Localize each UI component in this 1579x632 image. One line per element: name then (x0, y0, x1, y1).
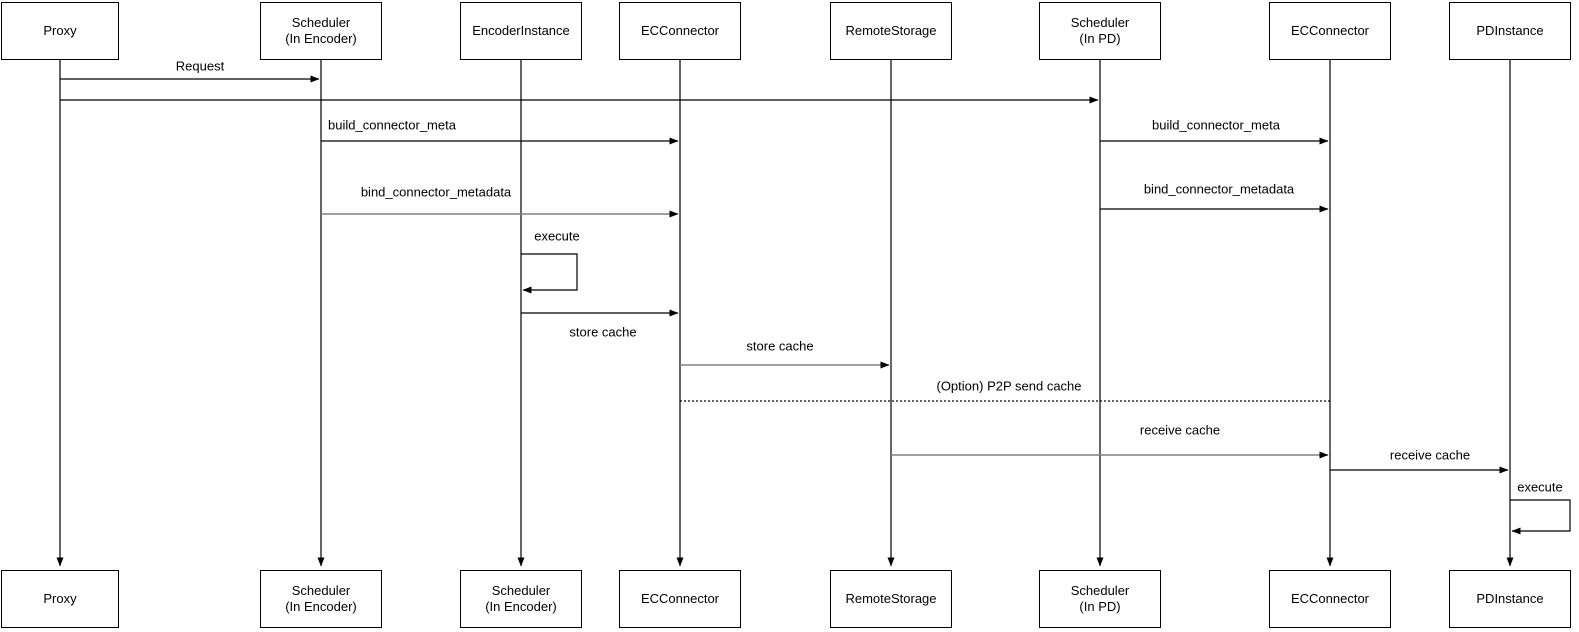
actor-label-bottom-encoder-instance: Scheduler (In Encoder) (485, 582, 557, 614)
message-label-build-connector-meta-pd: build_connector_meta (1152, 117, 1280, 133)
actor-box-bottom-encoder-instance: Scheduler (In Encoder) (460, 570, 582, 628)
message-label-execute-pd: execute (1517, 479, 1563, 495)
actor-box-top-proxy: Proxy (1, 2, 119, 60)
actor-label-top-ec-connector-a: ECConnector (640, 22, 720, 38)
actor-label-bottom-pd-instance: PDInstance (1476, 590, 1544, 606)
message-label-store-cache-ec-to-rs: store cache (746, 338, 814, 354)
actor-label-top-encoder-instance: EncoderInstance (472, 22, 570, 38)
actor-box-top-pd-instance: PDInstance (1449, 2, 1571, 60)
actor-label-bottom-scheduler-in-encoder: Scheduler (In Encoder) (285, 582, 357, 614)
actor-label-bottom-proxy: Proxy (43, 590, 77, 606)
actor-label-top-scheduler-in-encoder: Scheduler (In Encoder) (285, 14, 357, 46)
actor-label-bottom-ec-connector-b: ECConnector (1290, 590, 1370, 606)
actor-box-bottom-pd-instance: PDInstance (1449, 570, 1571, 628)
actor-box-bottom-ec-connector-b: ECConnector (1269, 570, 1391, 628)
actor-box-top-encoder-instance: EncoderInstance (460, 2, 582, 60)
message-label-p2p-send-cache: (Option) P2P send cache (936, 378, 1082, 394)
actor-label-top-remote-storage: RemoteStorage (845, 22, 937, 38)
actor-box-top-remote-storage: RemoteStorage (830, 2, 952, 60)
actor-label-bottom-ec-connector-a: ECConnector (640, 590, 720, 606)
actor-box-bottom-scheduler-in-encoder: Scheduler (In Encoder) (260, 570, 382, 628)
actor-box-bottom-remote-storage: RemoteStorage (830, 570, 952, 628)
actor-box-top-ec-connector-a: ECConnector (619, 2, 741, 60)
message-label-execute-encoder: execute (534, 228, 580, 244)
actor-box-top-scheduler-in-encoder: Scheduler (In Encoder) (260, 2, 382, 60)
message-label-build-connector-meta-enc: build_connector_meta (328, 117, 456, 133)
message-label-store-cache-enc-to-ec: store cache (569, 324, 637, 340)
message-label-bind-connector-metadata-enc: bind_connector_metadata (360, 184, 512, 200)
actor-box-bottom-proxy: Proxy (1, 570, 119, 628)
actor-label-top-ec-connector-b: ECConnector (1290, 22, 1370, 38)
actor-label-bottom-remote-storage: RemoteStorage (845, 590, 937, 606)
actor-box-top-ec-connector-b: ECConnector (1269, 2, 1391, 60)
actor-label-top-pd-instance: PDInstance (1476, 22, 1544, 38)
message-arrow-execute-encoder (521, 253, 578, 294)
actor-label-top-proxy: Proxy (43, 22, 77, 38)
message-label-receive-cache-ec-to-pd: receive cache (1389, 447, 1471, 463)
message-label-receive-cache-rs-to-ec: receive cache (1139, 422, 1221, 438)
message-label-bind-connector-metadata-pd: bind_connector_metadata (1143, 181, 1295, 197)
actor-box-top-scheduler-in-pd: Scheduler (In PD) (1039, 2, 1161, 60)
actor-box-bottom-ec-connector-a: ECConnector (619, 570, 741, 628)
message-label-request: Request (175, 58, 225, 74)
actor-box-bottom-scheduler-in-pd: Scheduler (In PD) (1039, 570, 1161, 628)
message-arrow-execute-pd (1510, 499, 1571, 535)
actor-label-bottom-scheduler-in-pd: Scheduler (In PD) (1070, 582, 1130, 614)
actor-label-top-scheduler-in-pd: Scheduler (In PD) (1070, 14, 1130, 46)
